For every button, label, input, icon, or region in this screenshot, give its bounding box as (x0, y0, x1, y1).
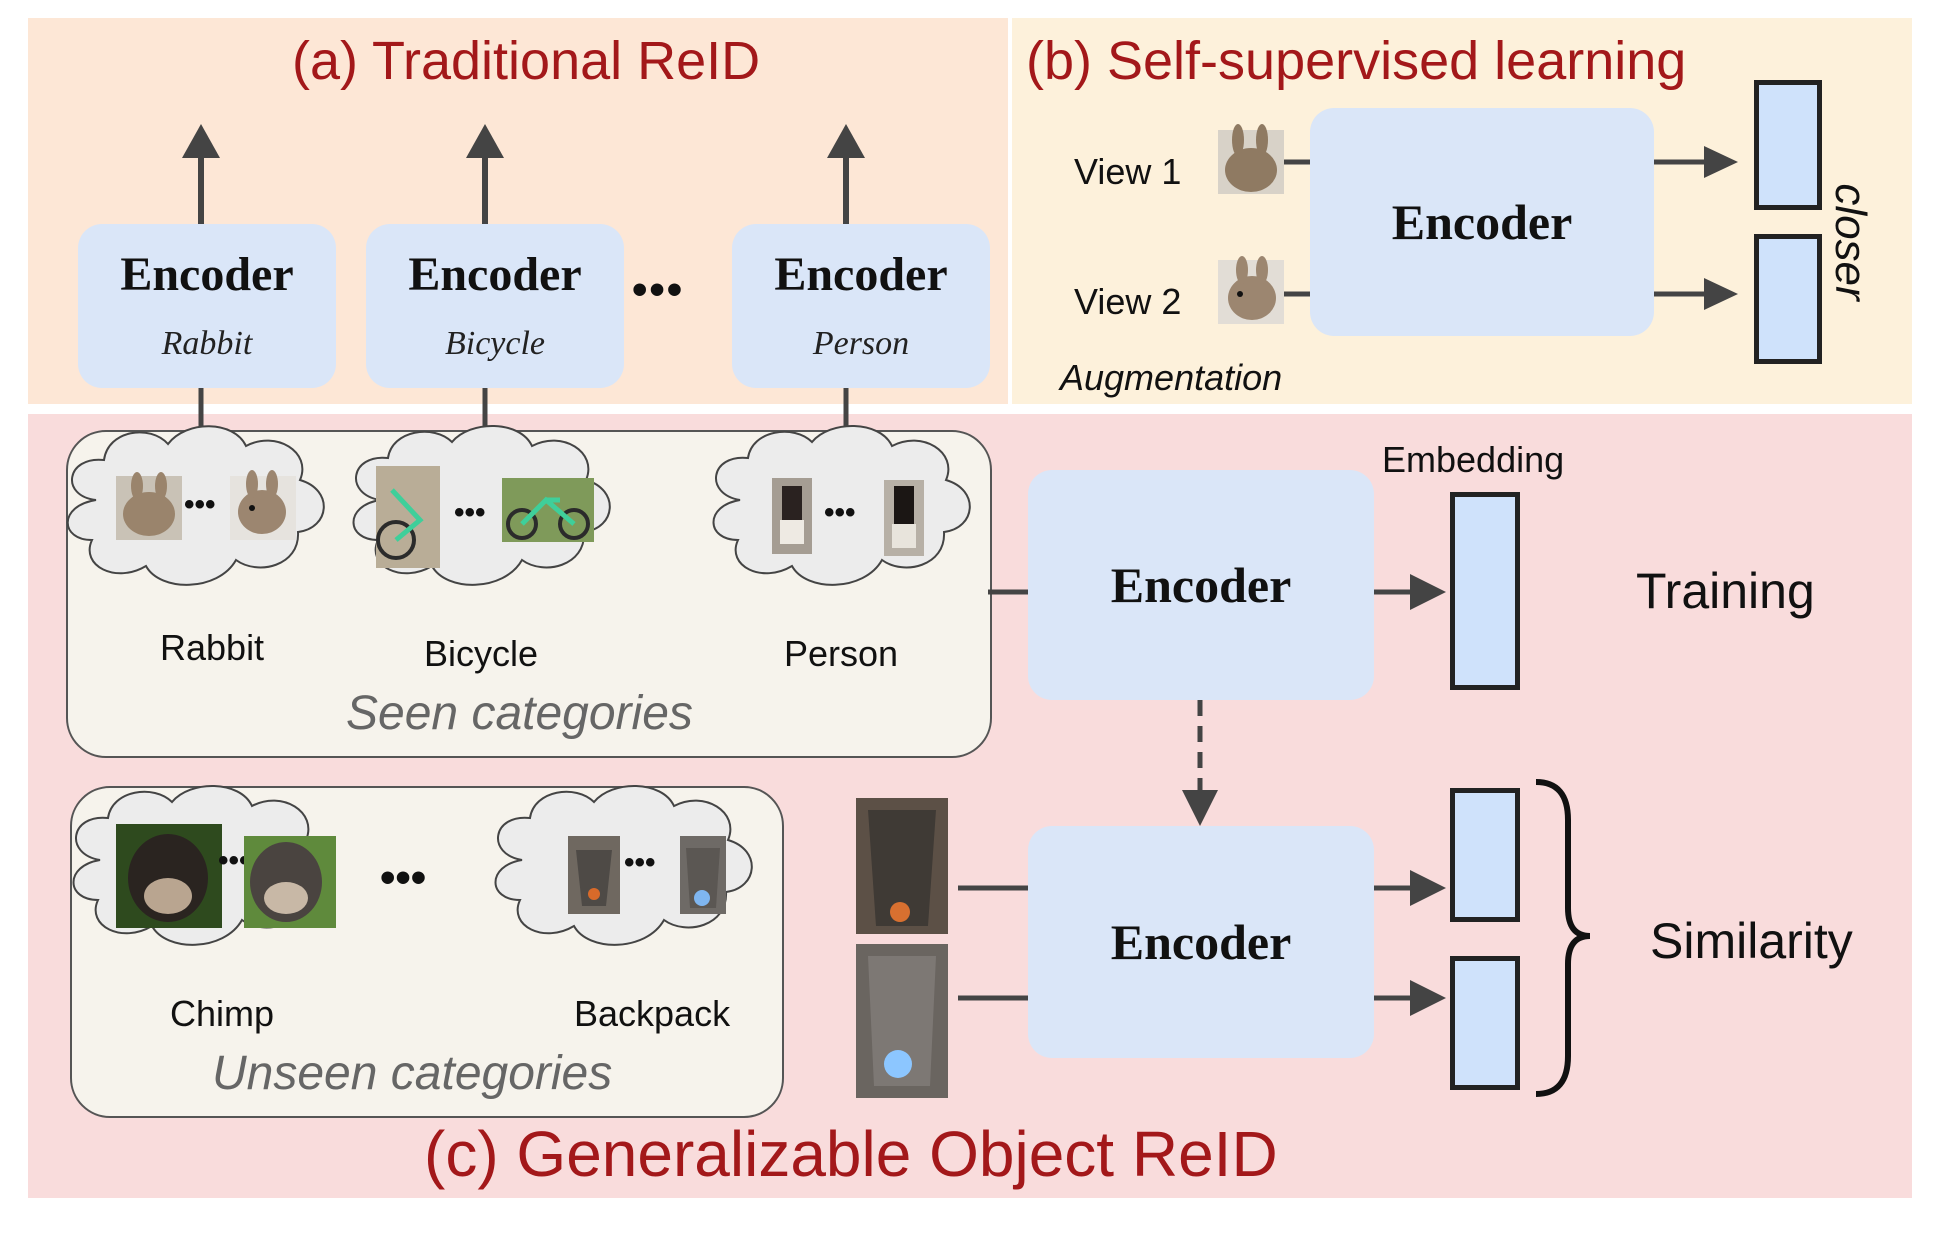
embedding-label: Embedding (1382, 439, 1565, 480)
thumb-rabbit-2 (230, 470, 296, 540)
thumb-person-2 (884, 480, 924, 556)
thumb-backpack-2 (680, 836, 726, 914)
embedding-view1 (1754, 80, 1822, 210)
embedding-training (1450, 492, 1520, 690)
unseen-categories-label: Unseen categories (212, 1047, 613, 1100)
rabbit-small-ellipsis: ••• (184, 488, 216, 521)
panel-a-output-arrows (182, 124, 865, 224)
arrowhead-embedding (1410, 574, 1446, 610)
cloud-rabbit (66, 425, 325, 586)
encoder-training: Encoder (1028, 470, 1374, 700)
seen-label-rabbit: Rabbit (160, 627, 265, 668)
arrowhead-emb2 (1704, 278, 1738, 310)
thumb-chimp-1 (116, 824, 222, 928)
encoder-ssl: Encoder (1310, 108, 1654, 336)
encoder-sub-person: Person (812, 325, 910, 362)
embedding-view2 (1754, 234, 1822, 364)
backpack-small-ellipsis: ••• (624, 846, 656, 879)
query-backpack-photo-2 (856, 944, 948, 1098)
training-label: Training (1636, 563, 1815, 619)
person-small-ellipsis: ••• (824, 496, 856, 529)
encoder-label: Encoder (1110, 557, 1292, 613)
panel-b-connectors (1284, 146, 1738, 310)
thumb-backpack-1 (568, 836, 620, 914)
seen-categories-label: Seen categories (346, 687, 693, 740)
panel-c-title: (c) Generalizable Object ReID (424, 1118, 1278, 1190)
encoder-rabbit: Encoder Rabbit (78, 224, 336, 388)
encoder-label: Encoder (1391, 194, 1573, 250)
thumb-chimp-2 (244, 836, 336, 928)
seen-label-person: Person (784, 633, 899, 674)
panel-a-input-lines (198, 388, 849, 442)
thumb-bicycle-2 (502, 478, 594, 542)
embedding-gallery (1450, 956, 1520, 1090)
arrowhead-up-rabbit (182, 124, 220, 158)
thumb-person-1 (772, 478, 812, 554)
seen-label-bicycle: Bicycle (424, 633, 539, 674)
arrowhead-up-person (827, 124, 865, 158)
encoder-label: Encoder (408, 248, 582, 301)
encoder-sub-bicycle: Bicycle (444, 325, 546, 362)
thumb-rabbit-1 (116, 472, 182, 540)
encoder-label: Encoder (1110, 914, 1292, 970)
unseen-label-backpack: Backpack (574, 993, 731, 1034)
arrowhead-emb-gallery (1410, 980, 1446, 1016)
view1-label: View 1 (1074, 151, 1182, 192)
encoder-bicycle: Encoder Bicycle (366, 224, 624, 388)
encoder-label: Encoder (774, 248, 948, 301)
arrowhead-up-bicycle (466, 124, 504, 158)
bicycle-small-ellipsis: ••• (454, 496, 486, 529)
panel-a-title: (a) Traditional ReID (292, 31, 761, 91)
similarity-brace (1535, 779, 1591, 1097)
encoder-person: Encoder Person (732, 224, 990, 388)
panel-c-connectors (958, 574, 1446, 1016)
query-backpack-photo-1 (856, 798, 948, 934)
view1-thumbnail (1218, 124, 1284, 194)
encoder-inference: Encoder (1028, 826, 1374, 1058)
encoder-sub-rabbit: Rabbit (161, 325, 253, 362)
view2-thumbnail (1218, 256, 1284, 324)
arrowhead-emb-query (1410, 870, 1446, 906)
thumb-bicycle-1 (376, 466, 440, 568)
unseen-ellipsis: ••• (380, 853, 427, 902)
encoder-label: Encoder (120, 248, 294, 301)
embedding-query (1450, 788, 1520, 922)
arrowhead-emb1 (1704, 146, 1738, 178)
panel-b-title: (b) Self-supervised learning (1026, 31, 1687, 91)
arrowhead-shared-weights (1182, 790, 1218, 826)
panel-a-ellipsis: ••• (632, 265, 685, 314)
similarity-label: Similarity (1650, 913, 1853, 969)
augmentation-label: Augmentation (1060, 357, 1283, 398)
unseen-label-chimp: Chimp (170, 993, 275, 1034)
view2-label: View 2 (1074, 281, 1182, 322)
